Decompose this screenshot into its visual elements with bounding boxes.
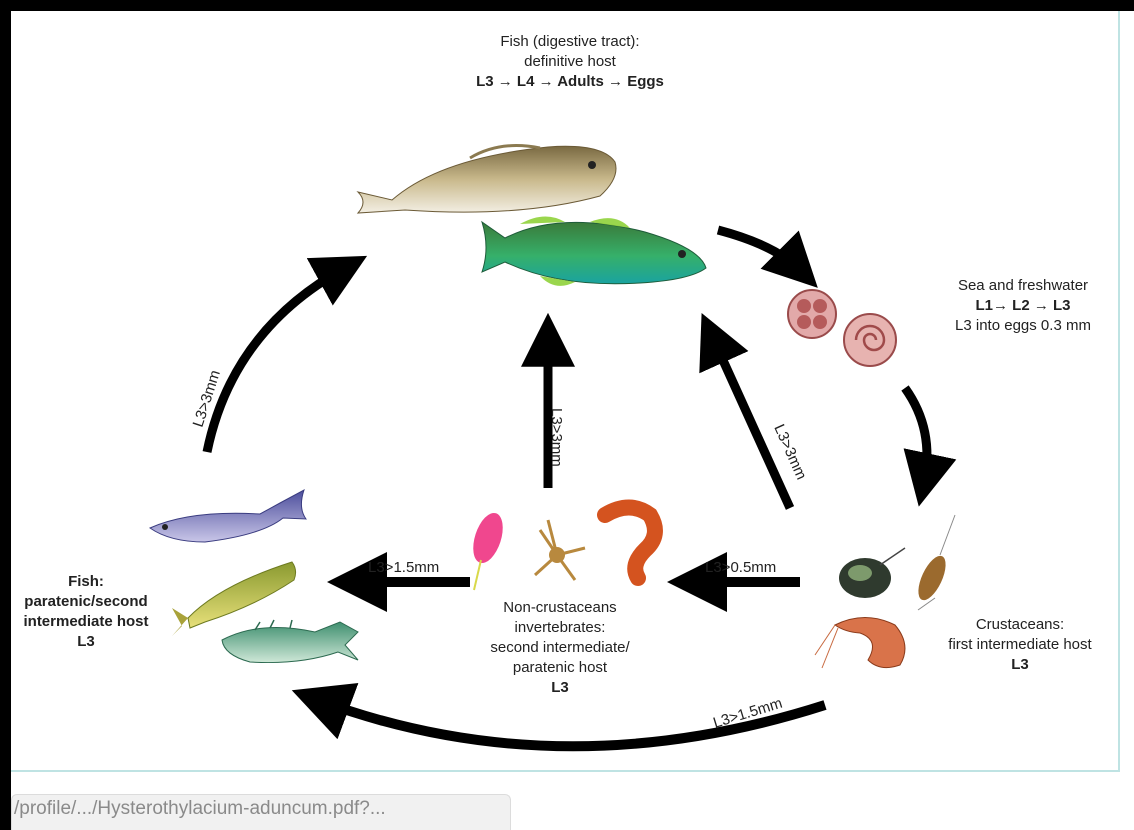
fish-paratenic-line2: paratenic/second — [24, 593, 148, 610]
non-crustaceans-line3: second intermediate/ — [490, 639, 630, 656]
label-center-up: L3>3mm — [548, 408, 565, 467]
source-url-chip[interactable] — [11, 794, 511, 830]
non-crustaceans-line5: L3 — [551, 679, 569, 696]
shrimp-image — [814, 617, 906, 669]
arrow-eggs-to-crustaceans — [901, 385, 957, 507]
label-to-invertebrates: L3>0.5mm — [705, 559, 776, 576]
yellow-fish-image — [172, 561, 297, 636]
arrow-bottom — [291, 683, 827, 752]
diagram-panel — [11, 11, 1120, 772]
pink-invertebrate-image — [473, 512, 503, 591]
worm-image — [597, 499, 663, 586]
crustaceans-line2: first intermediate host — [948, 636, 1092, 653]
arrow-right-up — [699, 313, 795, 510]
label-to-fish-left: L3>1.5mm — [368, 559, 439, 576]
copepod-image — [839, 547, 906, 598]
green-fish-image — [481, 216, 707, 286]
larva-image — [917, 514, 956, 611]
purple-fish-image — [148, 488, 308, 543]
arrow-fish-to-eggs — [716, 225, 818, 288]
arrow-left-up — [202, 255, 368, 453]
brittle-star-image — [533, 519, 586, 581]
fish-paratenic-line3: intermediate host — [23, 613, 149, 630]
sea-line1: Sea and freshwater — [957, 277, 1089, 294]
crustaceans-label: Crustaceans: first intermediate host L3 — [915, 615, 1125, 675]
non-crustaceans-line1: Non-crustaceans — [503, 599, 617, 616]
sea-line3: L3 into eggs 0.3 mm — [955, 317, 1091, 334]
sea-freshwater-label: Sea and freshwater L1→ L2 → L3 L3 into e… — [918, 276, 1128, 336]
fish-paratenic-line4: L3 — [77, 633, 95, 650]
cod-fish-image — [356, 144, 617, 214]
definitive-host-line2: definitive host — [524, 53, 616, 70]
non-crustaceans-line2: invertebrates: — [514, 619, 606, 636]
definitive-host-line3: L3 → L4 → Adults → Eggs — [476, 73, 664, 90]
fish-paratenic-label: Fish: paratenic/second intermediate host… — [11, 572, 161, 652]
fish-paratenic-line1: Fish: — [68, 573, 104, 590]
definitive-host-line1: Fish (digestive tract): — [500, 33, 640, 50]
definitive-host-label: Fish (digestive tract): definitive host … — [400, 32, 740, 92]
non-crustaceans-label: Non-crustaceans invertebrates: second in… — [455, 598, 665, 698]
source-url-text[interactable]: /profile/.../Hysterothylacium-aduncum.pd… — [14, 798, 386, 819]
crustaceans-line3: L3 — [1011, 656, 1029, 673]
sea-line2: L1→ L2 → L3 — [975, 297, 1071, 314]
crustaceans-line1: Crustaceans: — [975, 616, 1065, 633]
non-crustaceans-line4: paratenic host — [512, 659, 608, 676]
mackerel-fish-image — [221, 619, 359, 664]
eggs-image — [787, 289, 897, 367]
